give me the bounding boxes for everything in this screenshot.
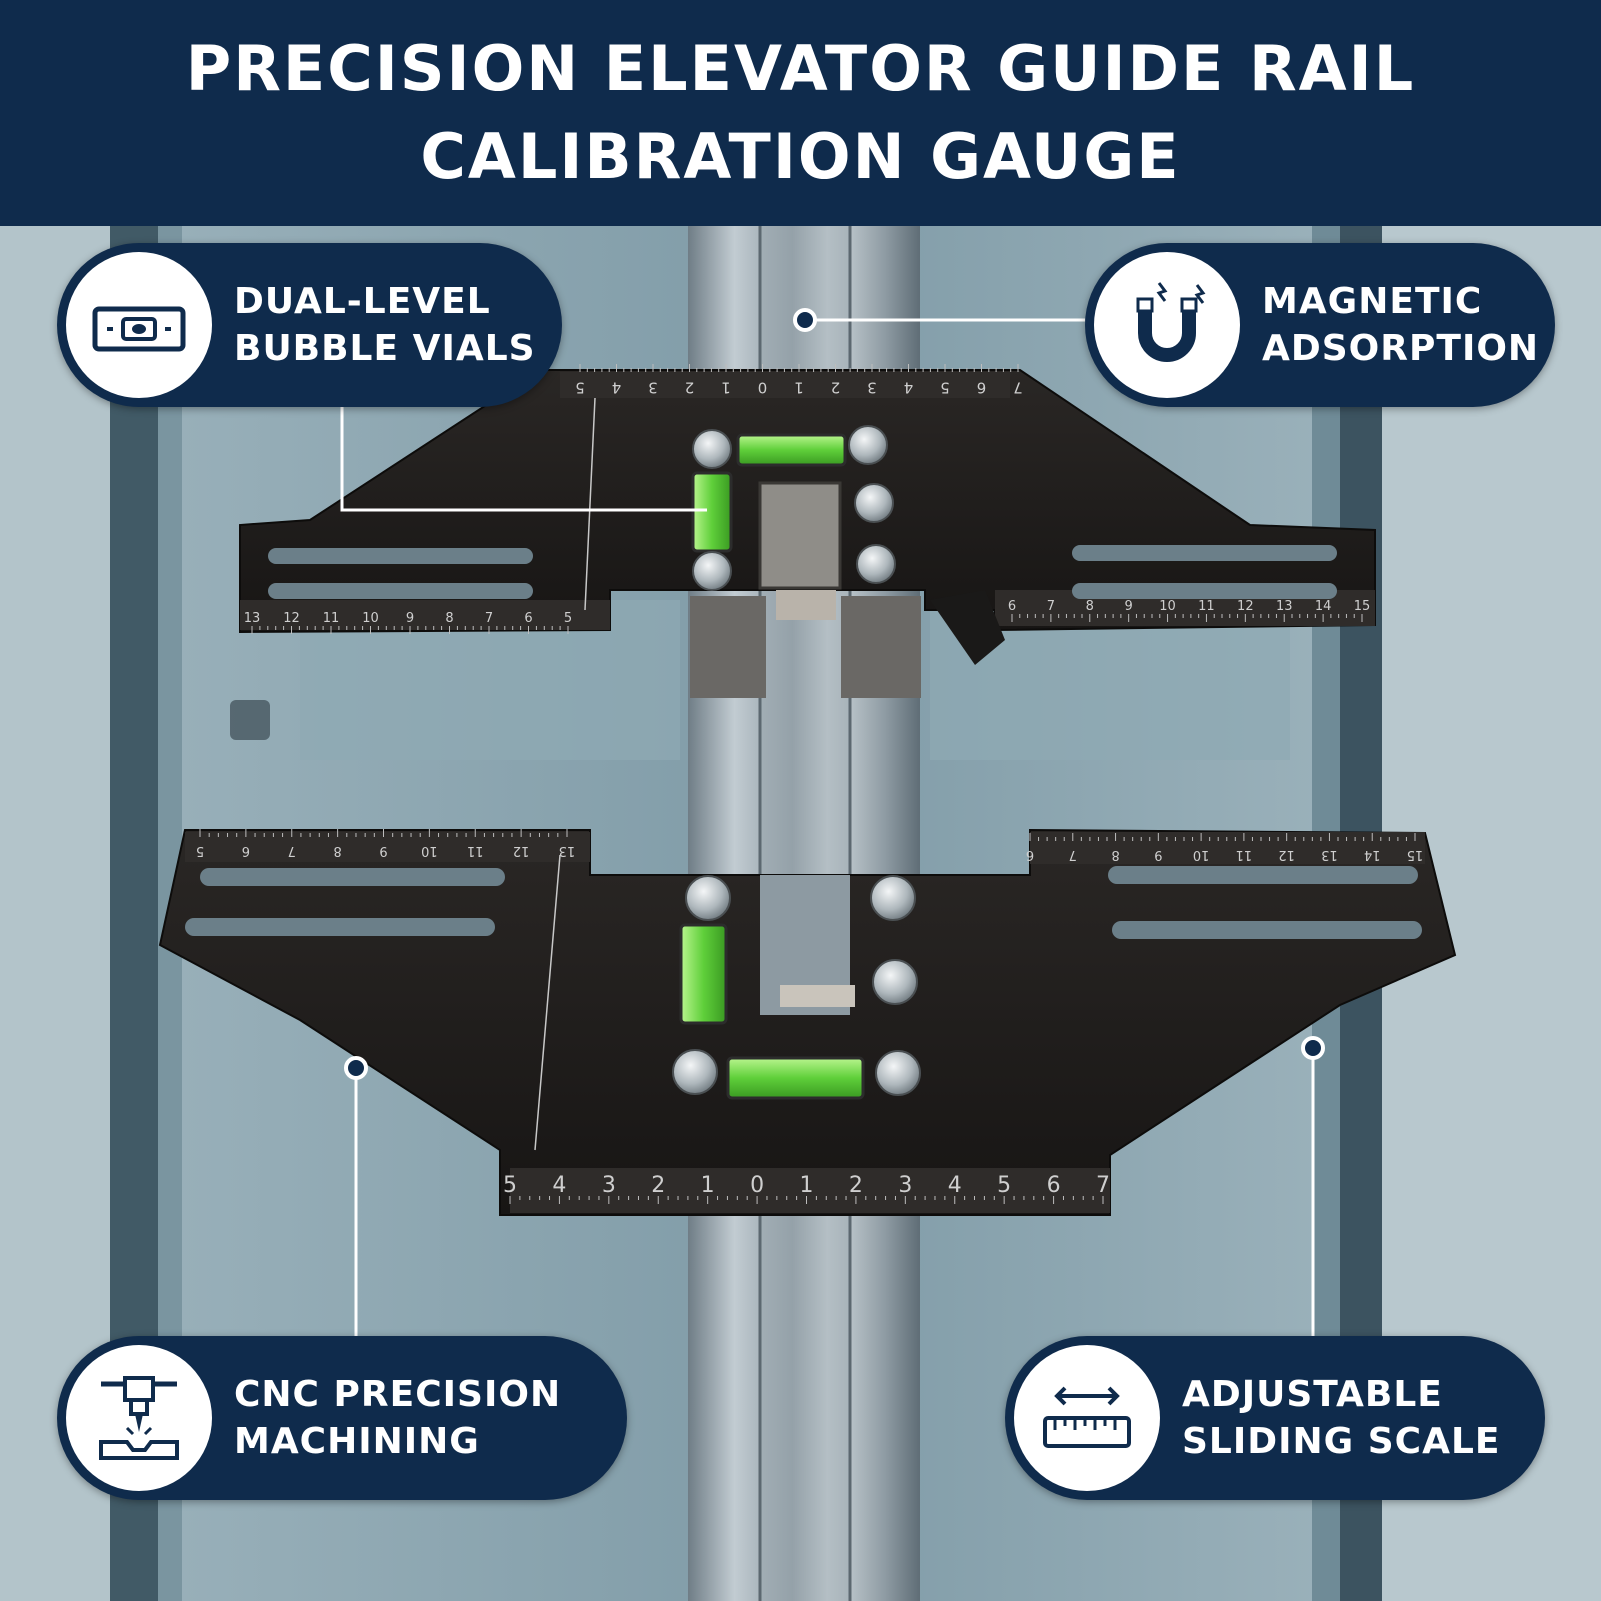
scale-label-bottom-left: 10 bbox=[421, 843, 438, 858]
scale-label-bottom-right: 13 bbox=[1321, 847, 1338, 862]
scale-label-bottom-lower: 6 bbox=[1047, 1173, 1061, 1198]
connector-dot-magnetic bbox=[793, 308, 817, 332]
scale-label-bottom-left: 13 bbox=[559, 843, 576, 858]
magnet-icon bbox=[1094, 252, 1240, 398]
scale-label-top-upper: 0 bbox=[758, 379, 768, 397]
scale-label-top-right: 6 bbox=[1008, 599, 1016, 614]
scale-label-top-right: 10 bbox=[1159, 599, 1176, 614]
scale-label-bottom-lower: 4 bbox=[948, 1173, 962, 1198]
scale-label-bottom-left: 8 bbox=[333, 843, 341, 858]
scale-label-top-upper: 1 bbox=[794, 379, 804, 397]
scale-label-bottom-right: 9 bbox=[1154, 847, 1162, 862]
scale-label-top-right: 14 bbox=[1315, 599, 1332, 614]
scale-label-bottom-right: 10 bbox=[1193, 847, 1210, 862]
scale-label-top-upper: 4 bbox=[612, 379, 622, 397]
scale-label-top-upper: 2 bbox=[685, 379, 695, 397]
scale-label-bottom-lower: 0 bbox=[750, 1173, 764, 1198]
scale-ticks-top-right bbox=[1011, 614, 1363, 622]
scale-label-top-right: 7 bbox=[1047, 599, 1055, 614]
callout-magnetic: MAGNETIC ADSORPTION bbox=[1085, 243, 1555, 407]
scale-label-top-right: 11 bbox=[1198, 599, 1215, 614]
cnc-machine-icon bbox=[66, 1345, 212, 1491]
scale-label-bottom-right: 6 bbox=[1026, 847, 1034, 862]
scale-label-bottom-left: 7 bbox=[288, 843, 296, 858]
callout-dual-level-line-2: BUBBLE VIALS bbox=[234, 328, 536, 369]
callout-connectors bbox=[340, 318, 1315, 1336]
scale-label-top-upper: 6 bbox=[977, 379, 987, 397]
bottom-gauge bbox=[158, 828, 1457, 1216]
scale-label-bottom-right: 8 bbox=[1111, 847, 1119, 862]
scale-label-bottom-lower: 1 bbox=[701, 1173, 715, 1198]
scale-label-top-upper: 1 bbox=[721, 379, 731, 397]
scale-label-bottom-right: 15 bbox=[1407, 847, 1424, 862]
callout-cnc-line-1: CNC PRECISION bbox=[234, 1374, 562, 1415]
scale-label-bottom-left: 6 bbox=[242, 843, 250, 858]
scale-label-bottom-left: 11 bbox=[467, 843, 484, 858]
scale-label-bottom-lower: 4 bbox=[552, 1173, 566, 1198]
scale-label-top-left: 9 bbox=[406, 611, 414, 626]
scale-label-top-upper: 3 bbox=[648, 379, 658, 397]
callout-magnetic-line-2: ADSORPTION bbox=[1262, 328, 1540, 369]
scale-label-bottom-lower: 7 bbox=[1096, 1173, 1110, 1198]
scale-label-top-left: 8 bbox=[445, 611, 453, 626]
connector-dot-adjustable bbox=[1301, 1036, 1325, 1060]
callout-magnetic-line-1: MAGNETIC bbox=[1262, 281, 1483, 322]
scale-label-bottom-lower: 1 bbox=[800, 1173, 814, 1198]
scale-label-top-right: 13 bbox=[1276, 599, 1293, 614]
scale-label-top-left: 11 bbox=[323, 611, 340, 626]
scale-ticks-bottom-lower bbox=[509, 1196, 1104, 1204]
callout-adjustable-line-2: SLIDING SCALE bbox=[1182, 1421, 1501, 1462]
scale-label-top-left: 13 bbox=[244, 611, 261, 626]
bolts bbox=[672, 425, 921, 1096]
scale-label-bottom-lower: 5 bbox=[997, 1173, 1011, 1198]
scale-label-bottom-right: 7 bbox=[1069, 847, 1077, 862]
scale-label-bottom-lower: 2 bbox=[849, 1173, 863, 1198]
scale-ticks-top-left bbox=[251, 626, 569, 634]
title-banner: PRECISION ELEVATOR GUIDE RAIL CALIBRATIO… bbox=[0, 0, 1601, 226]
scale-label-top-upper: 3 bbox=[867, 379, 877, 397]
callout-dual-level-line-1: DUAL-LEVEL bbox=[234, 281, 491, 322]
scale-label-top-left: 10 bbox=[362, 611, 379, 626]
scale-label-bottom-left: 5 bbox=[196, 843, 204, 858]
callout-adjustable: ADJUSTABLE SLIDING SCALE bbox=[1005, 1336, 1545, 1500]
scale-label-top-left: 7 bbox=[485, 611, 493, 626]
scale-label-bottom-right: 12 bbox=[1278, 847, 1295, 862]
scale-label-top-right: 9 bbox=[1125, 599, 1133, 614]
scale-label-top-right: 12 bbox=[1237, 599, 1254, 614]
callout-dual-level: DUAL-LEVEL BUBBLE VIALS bbox=[57, 243, 562, 407]
scale-label-top-right: 15 bbox=[1354, 599, 1371, 614]
scale-label-top-right: 8 bbox=[1086, 599, 1094, 614]
scale-label-bottom-right: 11 bbox=[1236, 847, 1253, 862]
scale-label-bottom-left: 9 bbox=[379, 843, 387, 858]
scale-ticks-bottom-left bbox=[199, 829, 568, 837]
callout-cnc: CNC PRECISION MACHINING bbox=[57, 1336, 627, 1500]
scale-label-bottom-right: 14 bbox=[1364, 847, 1381, 862]
scale-label-top-upper: 5 bbox=[575, 379, 585, 397]
title-line-1: PRECISION ELEVATOR GUIDE RAIL bbox=[185, 32, 1416, 105]
scale-label-top-upper: 4 bbox=[904, 379, 914, 397]
scale-ticks-bottom-right bbox=[1029, 833, 1416, 841]
ruler-arrows-icon bbox=[1014, 1345, 1160, 1491]
callout-cnc-line-2: MACHINING bbox=[234, 1421, 480, 1462]
top-gauge bbox=[239, 369, 1376, 698]
scale-label-bottom-lower: 5 bbox=[503, 1173, 517, 1198]
scale-label-bottom-left: 12 bbox=[513, 843, 530, 858]
callout-adjustable-line-1: ADJUSTABLE bbox=[1182, 1374, 1443, 1415]
scale-ticks-top-upper bbox=[579, 364, 1019, 372]
scale-label-top-upper: 7 bbox=[1013, 379, 1023, 397]
scale-label-top-upper: 2 bbox=[831, 379, 841, 397]
scale-label-top-left: 6 bbox=[524, 611, 532, 626]
title-line-2: CALIBRATION GAUGE bbox=[420, 120, 1181, 193]
scale-label-top-left: 12 bbox=[283, 611, 300, 626]
scale-label-top-upper: 5 bbox=[940, 379, 950, 397]
bubble-level-icon bbox=[66, 252, 212, 398]
scale-label-bottom-lower: 3 bbox=[602, 1173, 616, 1198]
scale-label-bottom-lower: 3 bbox=[898, 1173, 912, 1198]
connector-dot-cnc bbox=[344, 1056, 368, 1080]
scale-label-bottom-lower: 2 bbox=[651, 1173, 665, 1198]
scale-label-top-left: 5 bbox=[564, 611, 572, 626]
